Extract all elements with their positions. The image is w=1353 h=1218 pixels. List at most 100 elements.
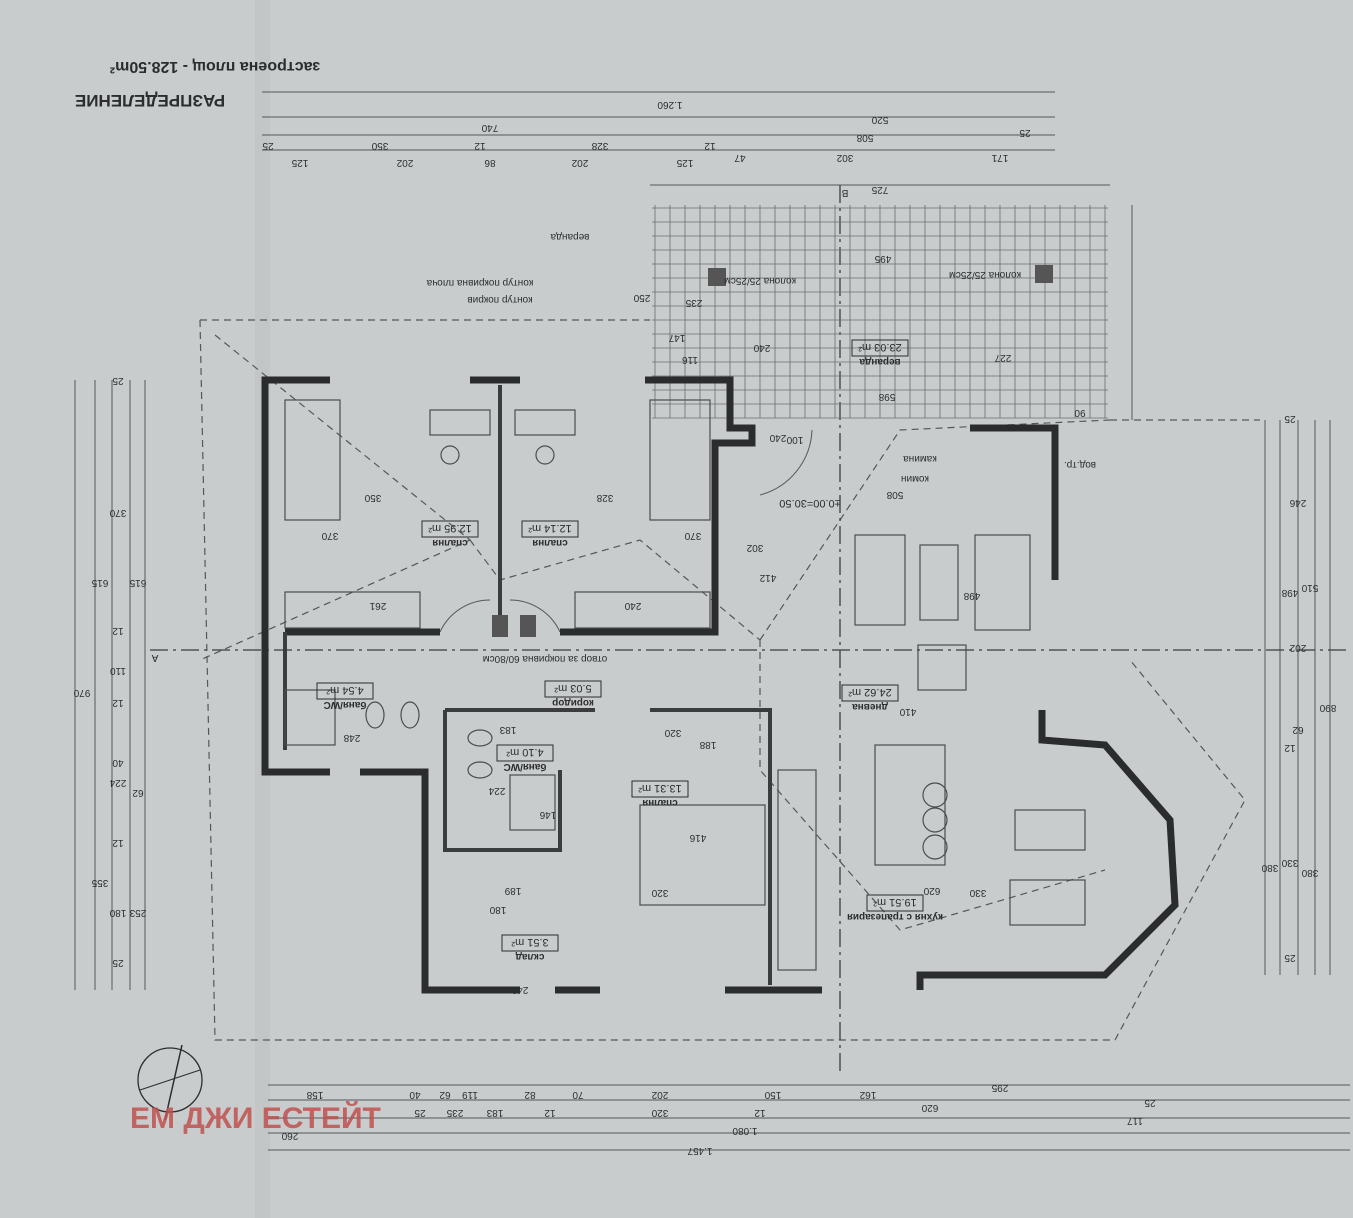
roof-ridge-lines [199,334,1111,931]
dimension-label: 240 [511,984,528,995]
dimension-label: 12 [112,697,124,708]
dimension-label: 248 [343,732,360,743]
annotation: контур покривна плоча [426,277,533,288]
dimension-label: 150 [764,1089,781,1100]
furniture [284,399,1086,971]
dimension-label: 250 [633,292,650,303]
room-area: 3.51 m² [511,936,549,948]
area-box [631,780,689,798]
room-name: склад [515,951,545,962]
room-name: спалня [532,537,568,548]
dimension-label: 350 [371,140,388,151]
plan-title: РАЗПРЕДЕЛЕНИЕ [75,91,225,110]
dimension-label: 890 [1319,702,1336,713]
dimension-label: 224 [488,785,505,796]
dimension-label: 25 [1284,952,1296,963]
dimension-label: 116 [682,354,698,365]
annotation: колона 25/25см [724,275,796,286]
dimension-label: 260 [281,1130,298,1141]
dimension-label: 12 [704,140,716,151]
dimension-label: 328 [596,492,613,503]
dimension-label: 320 [651,1107,668,1118]
dimension-label: 180 [109,907,126,918]
annotation: веранда [550,231,589,242]
dimension-label: 380 [1261,862,1278,873]
dimension-label: 146 [539,809,556,820]
dimension-lines-bottom [268,1084,1350,1151]
dimension-lines-sides [74,205,1331,990]
dimension-label: 412 [759,572,776,583]
north-arrow-icon [137,1044,203,1121]
dimension-label: 40 [112,757,124,768]
dimension-label: 240 [769,432,786,443]
annotation: камина [903,453,937,464]
walls [261,376,1179,994]
annotation: колона 25/25см [949,269,1021,280]
column [1035,265,1053,283]
dimension-label: 261 [369,600,386,611]
dimension-label: 350 [364,492,381,503]
area-box [841,684,899,702]
area-box [496,744,554,762]
dimension-label: 320 [651,887,668,898]
room-name: баня/WC [323,699,366,711]
dimension-label: 510 [1301,582,1318,593]
dimension-label: 25 [112,957,124,968]
dimension-label: 495 [874,253,891,264]
room-area: 12.14 m² [528,522,572,534]
dimension-label: 12 [112,837,124,848]
dimension-label: 70 [572,1089,584,1100]
dimension-label: 62 [439,1089,451,1100]
dimension-label: 189 [504,885,521,896]
dimension-label: 235 [446,1107,463,1118]
dimension-label: 370 [109,507,126,518]
dimension-label: 202 [651,1089,668,1100]
dimension-label: 12 [544,1107,556,1118]
room-name: кухня с трапезария [847,911,943,922]
dimension-label: 240 [624,600,641,611]
dimension-label: 1.457 [687,1145,712,1156]
dimension-label: 12 [112,625,124,636]
dimension-label: 227 [994,352,1011,363]
dimension-label: 970 [73,687,90,698]
room-name: баня/WC [503,761,546,773]
dimension-label: 498 [963,590,980,601]
area-box [501,934,559,952]
dimension-label: 125 [676,157,693,168]
dimension-label: 370 [321,530,338,541]
dimension-label: 725 [871,184,888,195]
dimension-label: 117 [1127,1115,1143,1126]
dimension-label: 119 [462,1089,478,1100]
dimension-label: 508 [856,132,873,143]
column [520,615,536,637]
room-area: 13.31 m² [638,782,682,794]
dimension-label: 25 [112,375,124,386]
dimension-label: 202 [1289,642,1306,653]
annotation: B [841,187,848,198]
dimension-label: 82 [524,1089,536,1100]
dimension-label: 47 [734,152,746,163]
dimension-label: 615 [91,577,108,588]
dimension-label: 12 [474,140,486,151]
annotation: комин [901,473,929,484]
dimension-label: 620 [921,1102,938,1113]
dimension-label: 235 [685,297,702,308]
dimension-label: 183 [486,1107,503,1118]
dimension-label: 410 [899,706,916,717]
dimension-label: 520 [871,114,888,125]
room-name: веранда [859,356,901,367]
dimension-label: 40 [409,1089,421,1100]
area-box [851,339,909,357]
room-area: 4.54 m² [326,684,364,696]
dimension-label: 370 [684,530,701,541]
annotation: отвор за покривна 60/80см [483,653,608,664]
room-name: дневна [852,701,888,712]
room-area: 23.03 m² [858,341,902,353]
dimension-label: 147 [668,332,685,343]
dimension-label: 1.260 [657,99,682,110]
area-box [544,680,602,698]
dimension-label: 498 [1281,587,1298,598]
dimension-label: 1.080 [732,1125,757,1136]
